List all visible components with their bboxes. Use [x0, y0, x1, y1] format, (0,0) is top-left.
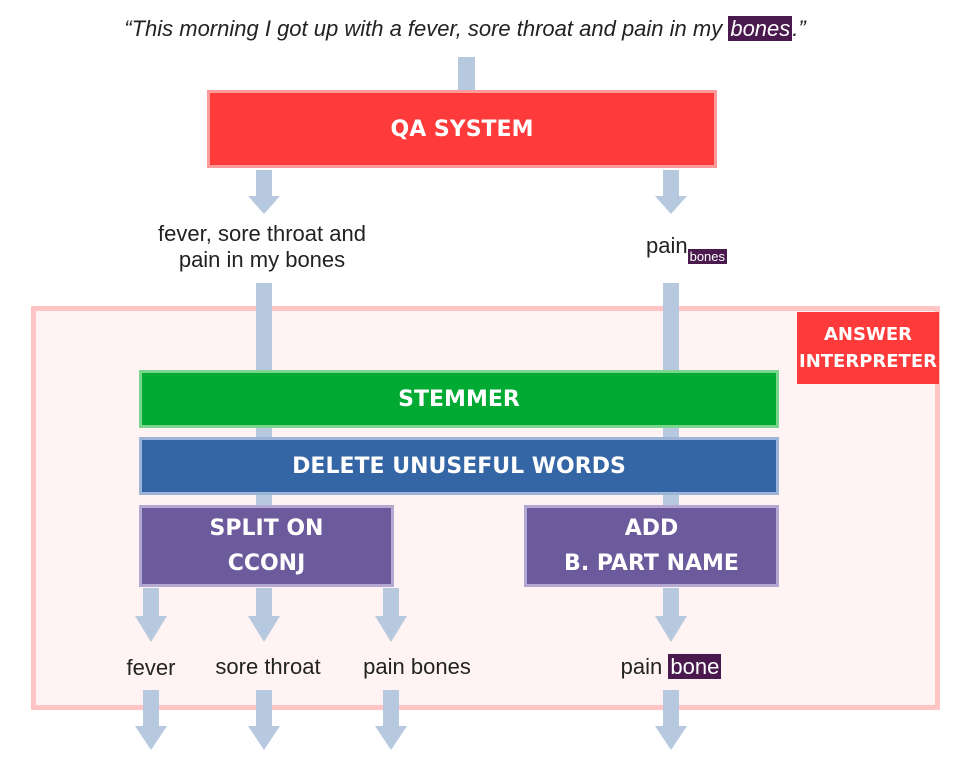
qa-output-left-line2: pain in my bones	[178, 247, 346, 272]
answer-interpreter-badge: ANSWER INTERPRETER	[797, 312, 939, 384]
result-fever: fever	[126, 655, 176, 680]
arrow-split-to-pain-bones	[375, 588, 407, 642]
arrow-split-to-sore-throat	[248, 588, 280, 642]
arrow-add-to-pain-bone	[655, 588, 687, 642]
arrow-qa-to-right-output	[655, 170, 687, 214]
qa-output-right-main: pain	[646, 233, 688, 258]
qa-output-right-sub: bones	[687, 249, 728, 264]
add-label-line1: ADD	[624, 516, 679, 541]
input-sentence-text: “This morning I got up with a fever, sor…	[124, 16, 729, 41]
split-label-line1: SPLIT ON	[209, 516, 324, 541]
arrow-qa-to-left-output	[248, 170, 280, 214]
result-pain-bones: pain bones	[363, 654, 471, 679]
input-sentence: “This morning I got up with a fever, sor…	[0, 16, 930, 42]
stemmer-step: STEMMER	[139, 370, 779, 428]
arrow-out-fever	[135, 690, 167, 750]
input-sentence-end: .”	[792, 16, 806, 41]
split-label-line2: CCONJ	[227, 551, 306, 576]
delete-unuseful-words-step: DELETE UNUSEFUL WORDS	[139, 437, 779, 495]
arrow-split-to-fever	[135, 588, 167, 642]
input-sentence-highlight: bones	[728, 16, 793, 41]
result-pain-bone: pain bone	[596, 654, 746, 680]
qa-system-label: QA SYSTEM	[390, 116, 534, 142]
result-pain-bone-main: pain	[620, 654, 669, 679]
add-body-part-name-step: ADD B. PART NAME	[524, 505, 779, 587]
delete-unuseful-words-label: DELETE UNUSEFUL WORDS	[292, 453, 626, 479]
answer-interpreter-label-line2: INTERPRETER	[799, 351, 937, 372]
qa-output-left-line1: fever, sore throat and	[158, 221, 366, 246]
qa-system-box: QA SYSTEM	[207, 90, 717, 168]
arrow-out-pain-bones	[375, 690, 407, 750]
arrow-input-to-qa	[458, 57, 475, 90]
add-label-line2: B. PART NAME	[564, 551, 739, 576]
qa-output-left: fever, sore throat and pain in my bones	[132, 221, 392, 273]
result-pain-bone-highlight: bone	[668, 654, 722, 679]
split-on-cconj-step: SPLIT ON CCONJ	[139, 505, 394, 587]
arrow-out-pain-bone	[655, 690, 687, 750]
answer-interpreter-label-line1: ANSWER	[824, 324, 912, 345]
stemmer-label: STEMMER	[398, 386, 520, 412]
arrow-out-sore-throat	[248, 690, 280, 750]
result-sore-throat: sore throat	[215, 654, 321, 679]
